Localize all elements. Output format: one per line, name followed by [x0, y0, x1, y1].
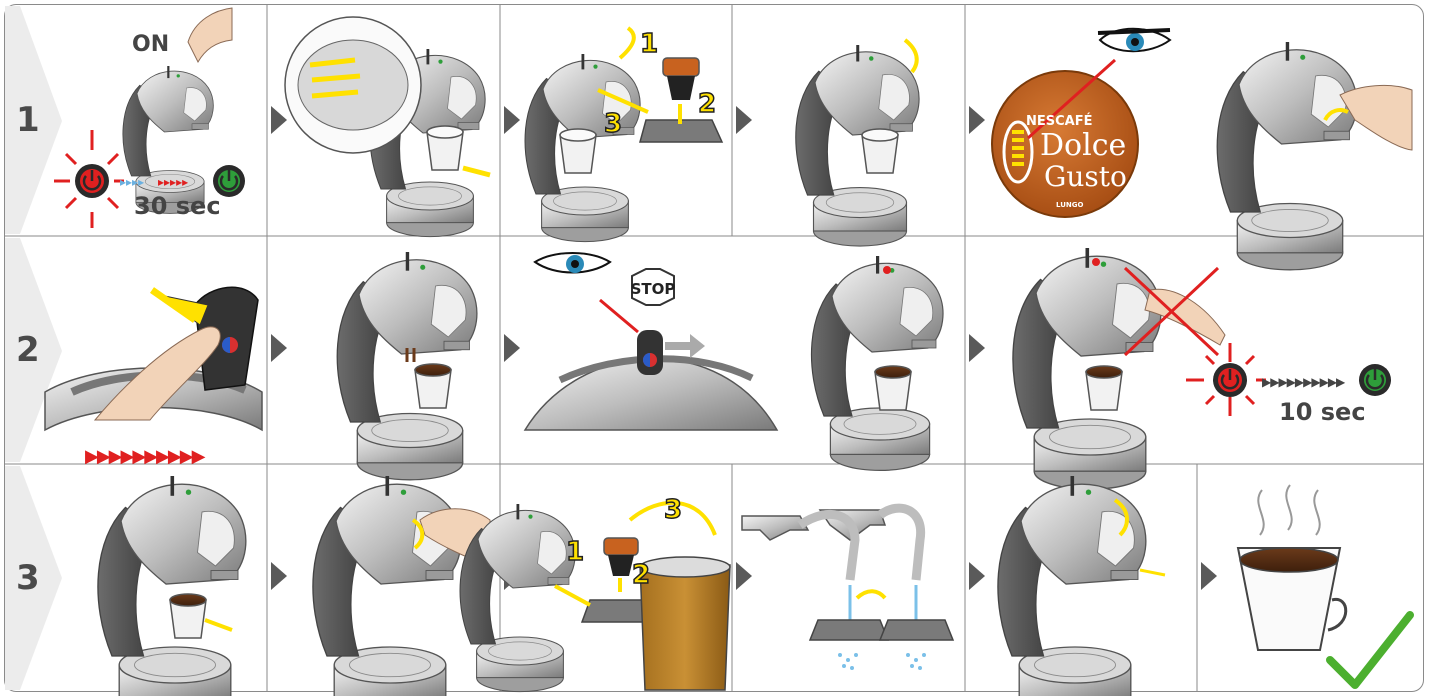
capsule-brand-line1: Dolce	[1040, 128, 1126, 163]
progress-arrows: ▶▶▶▶▶▶▶▶▶▶	[1262, 375, 1346, 389]
panel-r1c4	[796, 40, 919, 246]
callout-1: 1	[566, 537, 584, 567]
power-led-red-icon	[54, 130, 124, 228]
svg-text:▸▸▸▸▸: ▸▸▸▸▸	[158, 175, 188, 189]
timer-30-label: 30 sec	[134, 192, 221, 220]
press-arrows: ▶▶▶▶▶▶▶▶▶▶	[85, 446, 206, 467]
callout-3: 3	[664, 495, 682, 525]
steam-icon	[1258, 485, 1319, 535]
panel-r2c3: STOP	[525, 253, 943, 470]
power-led-green-icon	[1359, 364, 1391, 396]
timer-10-label: 10 sec	[1279, 398, 1366, 426]
power-led-red-icon	[1186, 343, 1266, 416]
capsule-brand-line2: Gusto	[1044, 160, 1127, 193]
panel-r1c3: 1 2 3	[525, 28, 722, 242]
capsule-brand-top: NESCAFÉ	[1026, 114, 1093, 129]
callout-2: 2	[632, 560, 650, 590]
faucet-icon	[742, 516, 808, 540]
on-label: ON	[132, 32, 169, 57]
step-number-3: 3	[16, 558, 40, 598]
panel-r1c2	[285, 17, 490, 237]
step-number-2: 2	[16, 330, 40, 370]
callout-1: 1	[640, 29, 658, 59]
panel-r3c3: 1 2 3	[460, 495, 730, 692]
panel-r3c4	[742, 508, 953, 670]
panel-r2c2	[337, 252, 477, 480]
panel-r3c5	[998, 476, 1165, 696]
panel-r3c6	[1238, 485, 1410, 685]
callout-3: 3	[604, 109, 622, 139]
panel-r2c5: ▶▶▶▶▶▶▶▶▶▶	[1013, 248, 1391, 489]
capsule-variety: LUNGO	[1056, 201, 1083, 209]
checkmark-icon	[1330, 615, 1410, 685]
panel-r3c1	[98, 476, 246, 696]
stop-label: STOP	[631, 280, 676, 298]
callout-2: 2	[698, 89, 716, 119]
step-number-1: 1	[16, 100, 40, 140]
svg-text:▸▸▸▸: ▸▸▸▸	[120, 175, 144, 189]
panel-r2c1: ▶▶▶▶▶▶▶▶▶▶	[45, 287, 262, 467]
